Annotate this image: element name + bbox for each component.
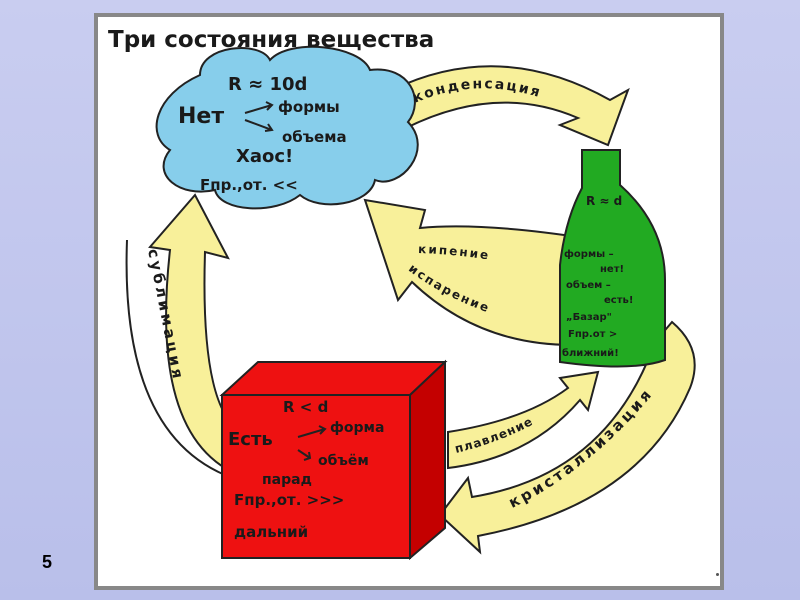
solid-text: R < d Есть форма объём парад Fпр.,от. >>… bbox=[228, 398, 384, 541]
gas-distance: R ≈ 10d bbox=[228, 74, 307, 95]
solid-form: форма bbox=[330, 420, 384, 436]
solid-volume: объём bbox=[318, 453, 369, 469]
gas-form: формы bbox=[278, 98, 340, 116]
gas-chaos: Хаос! bbox=[236, 146, 293, 167]
solid-parade: парад bbox=[262, 472, 312, 488]
crystallization-arrow bbox=[438, 320, 696, 555]
slide-number: 5 bbox=[42, 552, 53, 572]
liquid-distance: R ≈ d bbox=[586, 194, 622, 208]
arrow-icon bbox=[244, 119, 274, 132]
gas-no: Нет bbox=[178, 104, 224, 129]
solid-has: Есть bbox=[228, 429, 273, 450]
arrow-icon bbox=[297, 425, 327, 438]
liquid-near: ближний! bbox=[562, 347, 619, 359]
solid-far: дальний bbox=[234, 523, 308, 541]
condensation-arrow bbox=[390, 65, 630, 147]
solid-cube bbox=[219, 359, 448, 561]
liquid-bazaar: „Базар" bbox=[566, 312, 612, 323]
gas-cloud bbox=[155, 45, 419, 210]
gas-force: Fпр.,от. << bbox=[200, 176, 298, 194]
diagram-title: Три состояния вещества bbox=[108, 27, 434, 53]
liquid-no: нет! bbox=[600, 264, 624, 275]
solid-force: Fпр.,от. >>> bbox=[234, 491, 344, 509]
sublimation-arrow bbox=[125, 193, 244, 476]
liquid-bottle bbox=[559, 149, 666, 368]
liquid-exists: есть! bbox=[604, 295, 633, 306]
corner-dot bbox=[716, 573, 719, 576]
liquid-forms: формы – bbox=[564, 248, 614, 260]
liquid-force: Fпр.от > bbox=[568, 329, 617, 340]
liquid-text: R ≈ d формы – нет! объем – есть! „Базар"… bbox=[562, 194, 633, 359]
arrow-icon bbox=[244, 101, 274, 114]
gas-volume: объема bbox=[282, 128, 347, 146]
gas-text: R ≈ 10d Нет формы объема Хаос! Fпр.,от. … bbox=[178, 74, 347, 194]
melting-arrow bbox=[447, 370, 600, 470]
vaporization-arrow bbox=[363, 198, 587, 347]
solid-distance: R < d bbox=[283, 398, 328, 416]
liquid-volume: объем – bbox=[566, 279, 611, 291]
arrow-icon bbox=[297, 449, 312, 461]
